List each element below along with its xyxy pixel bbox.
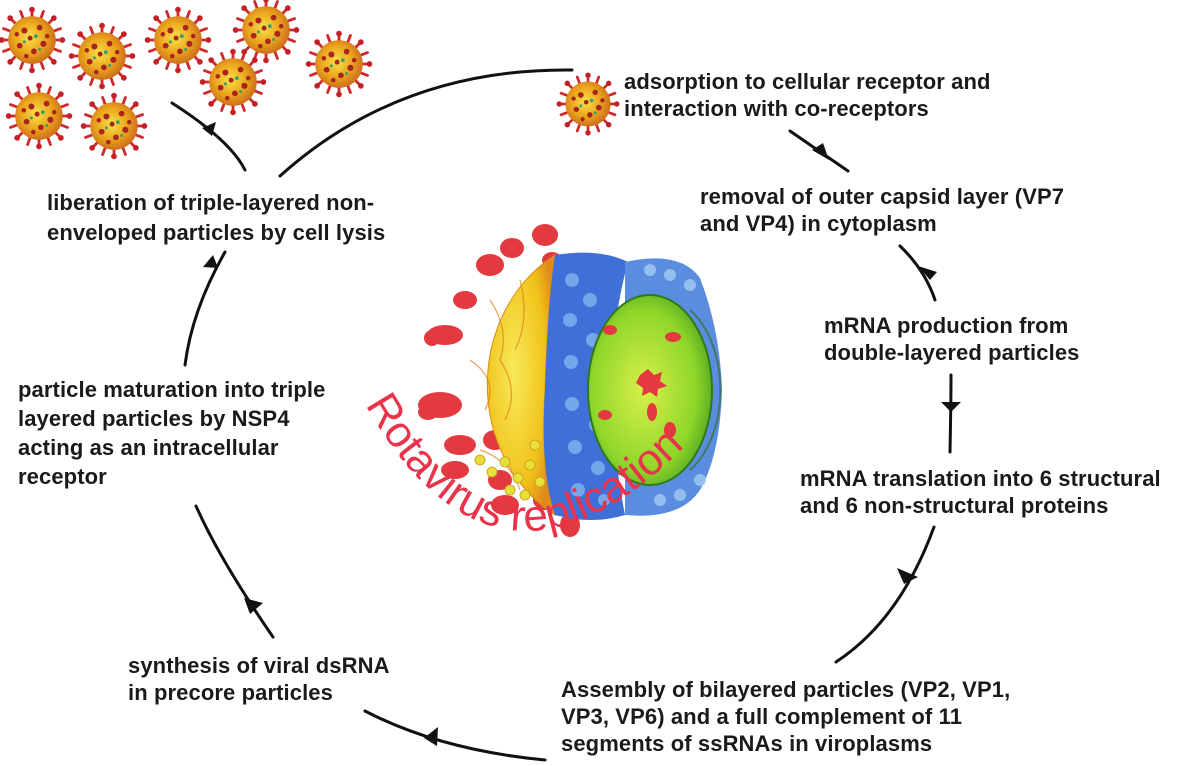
label-line: and 6 non-structural proteins: [800, 493, 1109, 518]
label-line: segments of ssRNAs in viroplasms: [561, 731, 933, 756]
label-line: mRNA translation into 6 structural: [800, 466, 1161, 491]
label-line: synthesis of viral dsRNA: [128, 653, 390, 678]
virus-particle-icon: [304, 29, 374, 99]
virus-particle-icon: [198, 47, 268, 117]
label-line: layered particles by NSP4: [18, 406, 290, 431]
label-line: enveloped particles by cell lysis: [47, 220, 386, 245]
label-line: acting as an intracellular: [18, 435, 279, 460]
virus-particle-icon: [4, 81, 74, 151]
label-line: and VP4) in cytoplasm: [700, 211, 937, 236]
label-line: removal of outer capsid layer (VP7: [700, 184, 1065, 209]
label-line: particle maturation into triple: [18, 377, 326, 402]
arc-translation-to-assembly: [834, 525, 936, 664]
label-line: in precore particles: [128, 680, 333, 705]
step-maturation-label: particle maturation into triple layered …: [18, 375, 325, 491]
step-synthesis-label: synthesis of viral dsRNA in precore part…: [128, 652, 390, 706]
arrowhead-icon: [941, 402, 961, 412]
rotavirus-capsid-cutaway-illustration: [418, 224, 722, 537]
entering-virus-particle-icon: [555, 71, 621, 137]
arrowhead-icon: [202, 122, 216, 136]
label-line: mRNA production from: [824, 313, 1069, 338]
virus-particle-icon: [67, 21, 137, 91]
label-line: interaction with co-receptors: [624, 96, 929, 121]
arrowhead-icon: [812, 143, 829, 160]
label-line: adsorption to cellular receptor and: [624, 69, 991, 94]
step-uncoating-label: removal of outer capsid layer (VP7 and V…: [700, 183, 1064, 237]
arrowhead-icon: [424, 727, 438, 746]
arc-synthesis-to-maturation: [194, 504, 275, 639]
step-assembly-label: Assembly of bilayered particles (VP2, VP…: [561, 676, 1010, 757]
label-line: Assembly of bilayered particles (VP2, VP…: [561, 677, 1011, 702]
arrowhead-icon: [918, 266, 937, 280]
arc-transcription-to-translation: [948, 373, 953, 454]
step-transcription-label: mRNA production from double-layered part…: [824, 312, 1080, 366]
arrowhead-icon: [244, 598, 263, 614]
arc-release-to-adsorption: [278, 68, 574, 178]
arc-release-up: [170, 101, 247, 172]
label-line: VP3, VP6) and a full complement of 11: [561, 704, 963, 729]
arc-maturation-to-liberation: [183, 250, 227, 367]
arc-uncoating-to-transcription: [898, 244, 937, 302]
released-virions: [0, 0, 374, 161]
step-liberation-label: liberation of triple-layered non- envelo…: [47, 188, 385, 248]
step-translation-label: mRNA translation into 6 structural and 6…: [800, 465, 1161, 519]
label-line: liberation of triple-layered non-: [47, 190, 375, 215]
arrowhead-icon: [203, 255, 218, 268]
virus-particle-icon: [231, 0, 301, 65]
arrowhead-icon: [897, 568, 918, 584]
label-line: receptor: [18, 464, 107, 489]
label-line: double-layered particles: [824, 340, 1080, 365]
step-adsorption-label: adsorption to cellular receptor and inte…: [624, 68, 991, 122]
virus-particle-icon: [0, 5, 67, 75]
virus-particle-icon: [79, 91, 149, 161]
arc-assembly-to-synthesis: [363, 709, 547, 762]
virus-particle-icon: [143, 5, 213, 75]
